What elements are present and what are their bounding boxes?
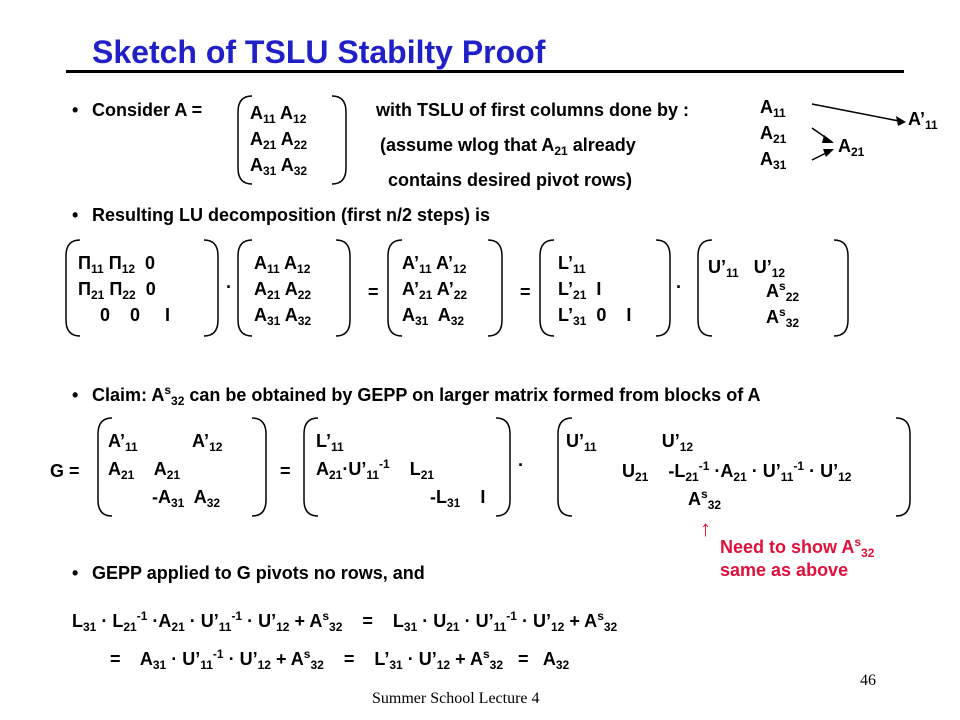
claim-sub: 32 [171,394,185,408]
matLG-row1: L’11 [316,431,344,454]
tslu-with-text: with TSLU of first columns done by : [376,100,689,120]
bullet-3: • [72,385,79,405]
note-sup: s [854,535,862,549]
claim-rest: can be obtained by GEPP on larger matrix… [184,385,761,405]
matG-row1: A’11 A’12 [108,431,223,454]
tslu-a11: A11 [760,97,786,120]
assume-text-a: (assume wlog that A [380,135,555,155]
matA-row1: A11 A12 [250,103,307,126]
matAp-row1: A’11 A’12 [402,253,467,276]
note-line-1: Need to show As32 [720,535,874,559]
matUG-row1: U’11 U’12 [566,431,694,454]
note-arrow-icon: ↑ [700,516,711,541]
matA-row3: A31 A32 [250,155,308,178]
page-number: 46 [860,672,876,689]
equation-line-1: L31 · L21-1 ·A21 · U’11-1 · U’12 + As32 … [72,609,618,634]
bullet-3-text: Claim: As32 can be obtained by GEPP on l… [92,383,761,407]
assume-sub: 21 [554,144,568,158]
dot-2: · [676,277,682,297]
equals-2: = [520,282,531,302]
matU-row3: As32 [766,305,800,330]
matL-row1: L’11 [558,253,586,276]
equation-line-2: = A31 · U’11-1 · U’12 + As32 = L’31 · U’… [110,647,570,672]
tslu-a11-prime: A’11 [908,109,938,132]
assume-text: (assume wlog that A21 already [380,135,636,157]
tslu-a21: A21 [760,123,787,146]
matUG-row2: U21 -L21-1 ·A21 · U’11-1 · U’12 [622,459,852,484]
bullet-4-text: GEPP applied to G pivots no rows, and [92,563,425,583]
matL-row2: L’21 I [558,279,602,302]
matG-row2: A21 A21 [108,459,181,482]
claim-a: Claim: A [92,385,165,405]
matUG-row3: As32 [688,487,722,512]
equals-1: = [368,282,379,302]
note-sub: 32 [861,546,875,560]
g-equals-label: G = [50,461,80,481]
matA2-row1: A11 A12 [254,253,311,276]
matU-row2: As22 [766,279,800,304]
title-underline [66,70,904,73]
matAp-row2: A’21 A’22 [402,279,468,302]
assume-text-b: already [567,135,636,155]
matA2-row3: A31 A32 [254,305,312,328]
pi-row1: Π11 Π12 0 [78,253,156,276]
equals-3: = [280,461,291,481]
bullet-2-text: Resulting LU decomposition (first n/2 st… [92,205,491,225]
pi-row2: Π21 Π22 0 [78,279,156,302]
note-text-a: Need to show A [720,537,855,557]
matA2-row2: A21 A22 [254,279,312,302]
bullet-4: • [72,563,79,583]
matAp-row3: A31 A32 [402,305,465,328]
matA-row2: A21 A22 [250,129,308,152]
matLG-row3: -L31 I [430,487,486,510]
page-title: Sketch of TSLU Stabilty Proof [92,34,546,70]
claim-sup: s [164,383,172,397]
dot-1: · [226,277,232,297]
matL-row3: L’31 0 I [558,305,632,328]
note-line-2: same as above [720,560,849,580]
bullet-1-text: Consider A = [92,100,203,120]
dot-3: · [518,455,524,475]
matU-row1: U’11 U’12 [708,257,786,280]
contains-text: contains desired pivot rows) [388,170,633,190]
footer-lecture: Summer School Lecture 4 [372,690,540,707]
bullet-1: • [72,100,79,120]
pi-row3: 0 0 I [100,305,171,325]
tslu-a21-result: A21 [838,136,865,159]
bullet-2: • [72,205,79,225]
matLG-row2: A21·U’11-1 L21 [316,457,435,482]
tslu-a31: A31 [760,149,787,172]
matG-row3: -A31 A32 [152,487,221,510]
